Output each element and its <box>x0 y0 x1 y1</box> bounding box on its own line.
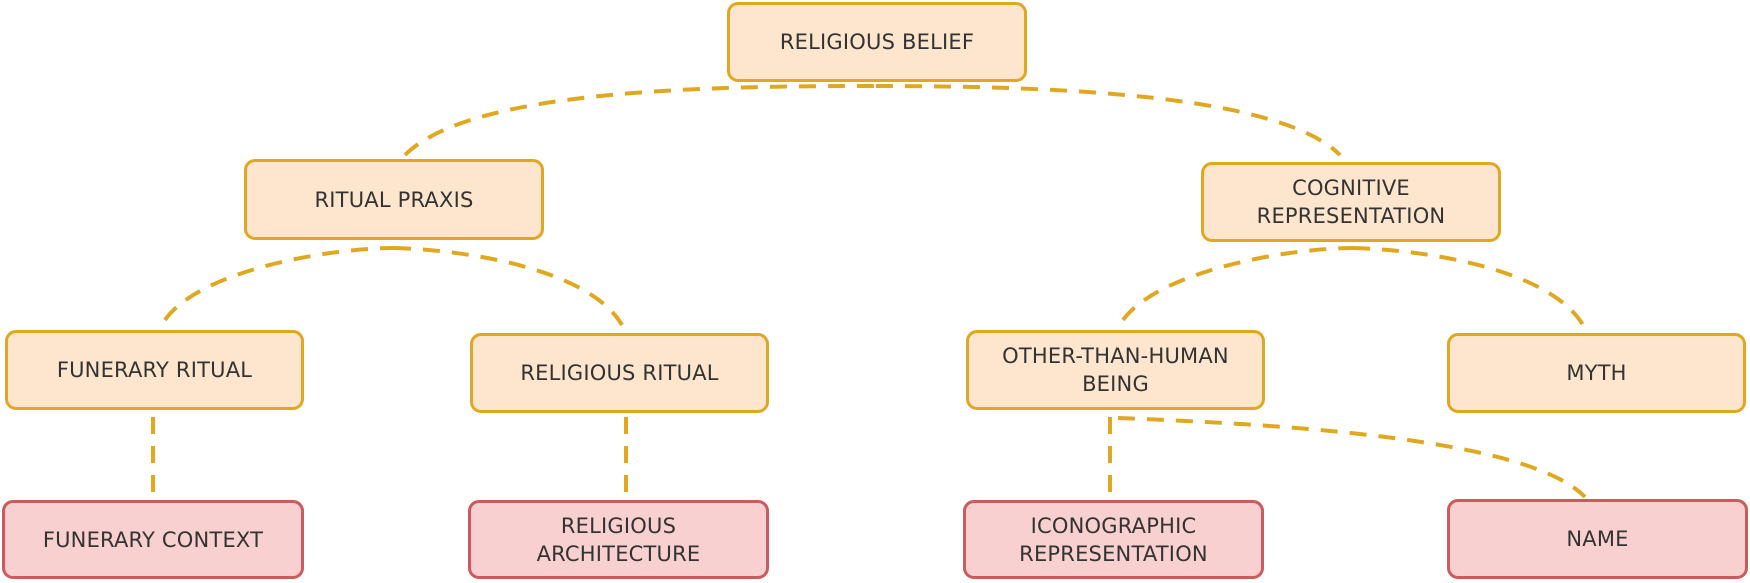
node-label: RELIGIOUS BELIEF <box>779 30 975 54</box>
node-label: RITUAL PRAXIS <box>314 187 474 212</box>
node-myth: MYTH <box>1447 333 1746 413</box>
node-religious-ritual: RELIGIOUS RITUAL <box>470 333 769 413</box>
edge-other-than-human-to-name <box>1117 416 1587 499</box>
node-religious-belief: RELIGIOUS BELIEF <box>727 2 1027 82</box>
edge-belief-to-cognitive-representation <box>875 84 1342 157</box>
node-funerary-context: FUNERARY CONTEXT <box>2 500 304 579</box>
node-label: OTHER-THAN-HUMAN BEING <box>1002 344 1229 396</box>
node-label: FUNERARY CONTEXT <box>42 527 264 552</box>
node-label: RELIGIOUS ARCHITECTURE <box>536 513 701 566</box>
node-ritual-praxis: RITUAL PRAXIS <box>244 159 544 240</box>
node-label: MYTH <box>1566 361 1627 385</box>
node-iconographic-representation: ICONOGRAPHIC REPRESENTATION <box>963 500 1264 579</box>
node-funerary-ritual: FUNERARY RITUAL <box>5 330 304 410</box>
node-label: NAME <box>1566 527 1629 551</box>
node-label: RELIGIOUS RITUAL <box>520 361 719 385</box>
edge-belief-to-ritual-praxis <box>403 84 877 157</box>
edge-ritual-praxis-to-funerary-ritual <box>163 246 395 322</box>
node-religious-architecture: RELIGIOUS ARCHITECTURE <box>468 500 769 579</box>
edge-cognitive-to-myth <box>1352 246 1585 327</box>
node-other-than-human-being: OTHER-THAN-HUMAN BEING <box>966 330 1265 410</box>
node-label: COGNITIVE REPRESENTATION <box>1256 176 1446 228</box>
edge-cognitive-to-other-than-human <box>1121 246 1354 322</box>
node-name: NAME <box>1447 499 1748 579</box>
node-label: ICONOGRAPHIC REPRESENTATION <box>1019 513 1208 566</box>
edge-ritual-praxis-to-religious-ritual <box>393 246 624 327</box>
node-label: FUNERARY RITUAL <box>56 358 253 382</box>
node-cognitive-representation: COGNITIVE REPRESENTATION <box>1201 162 1501 242</box>
